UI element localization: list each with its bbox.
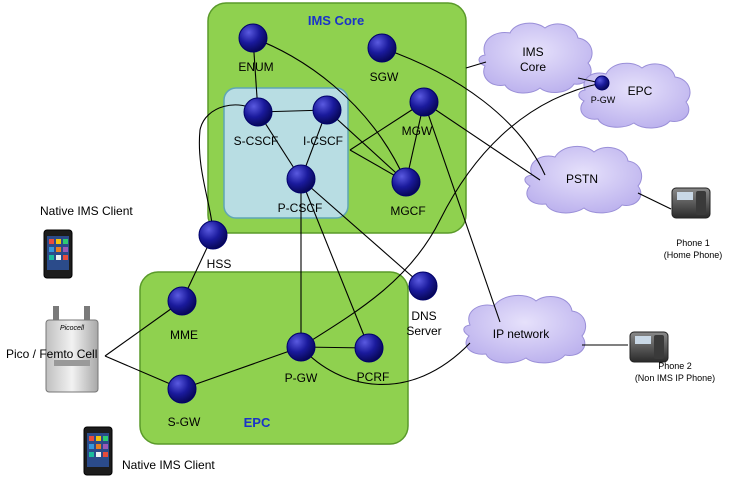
- mme-label: MME: [170, 328, 198, 342]
- phone-2-label-2: (Non IMS IP Phone): [635, 373, 715, 383]
- enum-node[interactable]: [238, 23, 268, 53]
- link-icscf-mgcf: [326, 109, 407, 183]
- dns-label-line1: DNS: [411, 309, 436, 323]
- p-gw-node[interactable]: [286, 332, 316, 362]
- link-imscore-cloud: [465, 61, 487, 69]
- link-pgw-sgw: [181, 346, 302, 390]
- epc-zone: [139, 271, 409, 445]
- ims-core-cloud: IMS Core: [478, 22, 593, 94]
- ip-network-cloud-label: IP network: [493, 327, 550, 341]
- mme-node[interactable]: [167, 286, 197, 316]
- i-cscf-label: I-CSCF: [303, 134, 343, 148]
- native-ims-client-top: Native IMS Client: [40, 204, 133, 279]
- epc-p-gw-label: P-GW: [591, 95, 616, 105]
- link-enum-mgcf: [252, 37, 407, 183]
- p-cscf-node[interactable]: [286, 164, 316, 194]
- link-epcpgw-pgw: [300, 82, 603, 348]
- pico-femto-cell-label: Pico / Femto Cell: [6, 347, 97, 361]
- epc-zone-title: EPC: [244, 415, 271, 430]
- link-hub-mgw: [349, 101, 425, 151]
- dns-server-node[interactable]: [408, 271, 438, 301]
- link-clouds: [577, 77, 597, 83]
- ims-core-zone-title: IMS Core: [308, 13, 364, 28]
- pcrf-node[interactable]: [354, 333, 384, 363]
- s-cscf-node[interactable]: [243, 97, 273, 127]
- hss-label: HSS: [207, 257, 232, 271]
- link-scscf-hss: [198, 104, 259, 236]
- link-pcscf-pcrf: [300, 178, 370, 349]
- phone-2: Phone 2 (Non IMS IP Phone): [629, 331, 715, 383]
- ims-core-cloud-label-2: Core: [520, 60, 546, 74]
- native-ims-client-top-label: Native IMS Client: [40, 204, 133, 218]
- link-mgw-pstn: [423, 101, 541, 181]
- native-ims-client-bottom: Native IMS Client: [83, 426, 215, 476]
- phone-1: Phone 1 (Home Phone): [664, 187, 723, 260]
- sgw-ims-node[interactable]: [367, 33, 397, 63]
- link-pcscf-dns: [300, 178, 424, 287]
- s-gw-label: S-GW: [168, 415, 201, 429]
- s-cscf-label: S-CSCF: [234, 134, 279, 148]
- pcrf-label: PCRF: [357, 370, 390, 384]
- link-mgw-ipnetwork: [423, 101, 501, 323]
- native-ims-client-bottom-label: Native IMS Client: [122, 458, 215, 472]
- i-cscf-node[interactable]: [312, 95, 342, 125]
- p-gw-label: P-GW: [285, 371, 318, 385]
- link-pgw-ipnetwork: [300, 342, 471, 386]
- sgw-ims-label: SGW: [370, 70, 399, 84]
- ip-network-cloud: IP network: [463, 294, 587, 364]
- picocell-brand: Picocell: [60, 325, 85, 332]
- mgw-label: MGW: [402, 124, 433, 138]
- phone-2-label-1: Phone 2: [658, 361, 692, 371]
- ims-core-cloud-label-1: IMS: [522, 45, 543, 59]
- pstn-cloud-label: PSTN: [566, 172, 598, 186]
- hss-node[interactable]: [198, 220, 228, 250]
- phone-1-label-1: Phone 1: [676, 238, 710, 248]
- phone-1-label-2: (Home Phone): [664, 250, 723, 260]
- p-cscf-label: P-CSCF: [278, 201, 323, 215]
- mgw-node[interactable]: [409, 87, 439, 117]
- epc-p-gw-node[interactable]: [594, 75, 610, 91]
- s-gw-node[interactable]: [167, 374, 197, 404]
- pico-femto-cell: Picocell Pico / Femto Cell: [6, 306, 99, 393]
- picocell-device-icon: [45, 319, 99, 393]
- epc-cloud-label: EPC: [628, 84, 653, 98]
- link-sgw-pstn: [381, 47, 546, 176]
- pstn-cloud: PSTN: [524, 145, 643, 214]
- mgcf-node[interactable]: [391, 167, 421, 197]
- nodes: [167, 23, 610, 404]
- link-pstn-phone1: [637, 192, 672, 210]
- dns-label-line2: Server: [406, 324, 441, 338]
- enum-label: ENUM: [238, 60, 273, 74]
- link-pico-mme: [104, 300, 183, 357]
- mgcf-label: MGCF: [390, 204, 425, 218]
